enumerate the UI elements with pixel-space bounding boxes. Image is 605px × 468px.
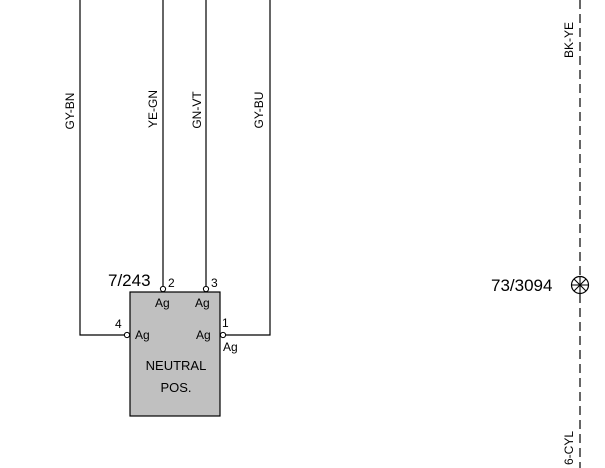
pin-3-label: 3	[211, 276, 218, 290]
wire-label-ye-gn: YE-GN	[146, 90, 160, 128]
splice-connector-icon[interactable]	[570, 275, 590, 295]
pin-2-label: 2	[168, 276, 175, 290]
wire-gy-bn[interactable]	[79, 0, 126, 336]
component-name-line2: POS.	[160, 380, 191, 395]
component-name-line1: NEUTRAL	[146, 358, 207, 373]
neutral-position-switch[interactable]	[129, 291, 221, 417]
contact-label-1: Ag	[196, 328, 211, 342]
contact-label-2: Ag	[155, 296, 170, 310]
wire-label-gy-bn: GY-BN	[63, 93, 77, 130]
wire-label-gy-bu: GY-BU	[252, 92, 266, 129]
splice-ref: 73/3094	[491, 276, 552, 295]
pin-1-label: 1	[222, 316, 229, 330]
pin-2-terminal[interactable]	[159, 285, 167, 293]
pin-4-label: 4	[115, 317, 122, 331]
pin-4-terminal[interactable]	[123, 331, 131, 339]
wire-label-gn-vt: GN-VT	[190, 91, 204, 129]
pin-3-terminal[interactable]	[202, 285, 210, 293]
contact-label-1-outer: Ag	[223, 340, 238, 354]
wire-gy-bu[interactable]	[224, 0, 271, 336]
pin-1-terminal[interactable]	[219, 331, 227, 339]
wire-label-6-cyl: 6-CYL	[562, 431, 576, 465]
contact-label-4: Ag	[135, 328, 150, 342]
contact-label-3: Ag	[195, 296, 210, 310]
wire-label-bk-ye: BK-YE	[562, 22, 576, 58]
component-ref: 7/243	[108, 271, 151, 290]
